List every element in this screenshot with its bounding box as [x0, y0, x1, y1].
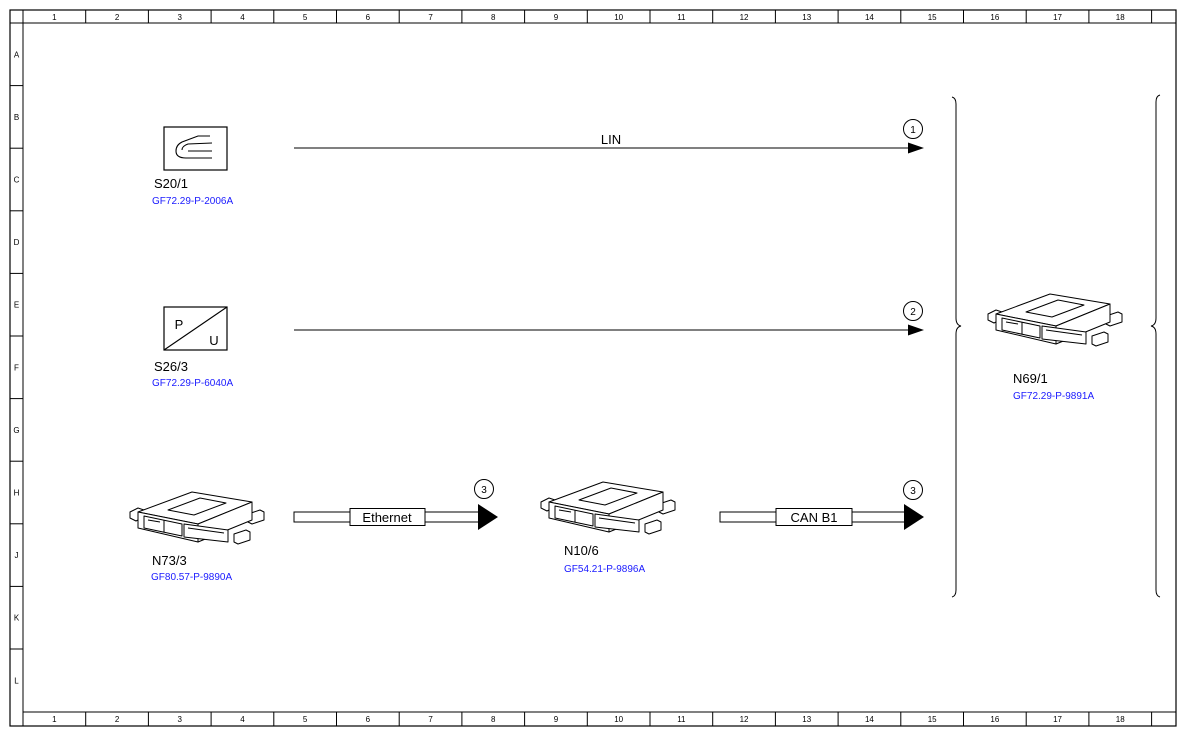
column-number: 13: [802, 715, 811, 724]
column-number: 6: [366, 715, 371, 724]
row-letter: A: [14, 50, 20, 59]
row-letter: F: [14, 363, 19, 372]
column-number: 2: [115, 715, 120, 724]
can-b1-marker: 3: [910, 486, 916, 497]
line-2-arrow-head: [908, 324, 924, 336]
column-number: 17: [1053, 715, 1062, 724]
connector-marker-circle: [903, 480, 923, 500]
column-number: 7: [428, 715, 433, 724]
right-bracket: [1150, 94, 1161, 598]
column-number: 4: [240, 13, 245, 22]
n73-3-component[interactable]: [129, 491, 265, 545]
lin-arrow-head: [908, 142, 924, 154]
lin-marker: 1: [910, 125, 916, 136]
column-number: 18: [1116, 13, 1125, 22]
line-2-marker: 2: [910, 307, 916, 318]
inner-border: [22, 22, 1177, 713]
column-number: 17: [1053, 13, 1062, 22]
s26-3-symbol-p: P: [175, 317, 184, 332]
column-number: 8: [491, 13, 496, 22]
row-letter: H: [14, 489, 20, 498]
lin-label: LIN: [601, 132, 621, 147]
s20-1-component[interactable]: [163, 126, 228, 171]
seat-switch-icon: [163, 126, 228, 171]
n73-3-code: N73/3: [152, 553, 187, 568]
column-number: 14: [865, 13, 874, 22]
column-number: 15: [928, 13, 937, 22]
column-number: 12: [740, 715, 749, 724]
can-b1-label: CAN B1: [791, 510, 838, 525]
n10-6-component[interactable]: [540, 481, 676, 535]
row-letter: K: [14, 614, 20, 623]
s20-1-code: S20/1: [154, 176, 188, 191]
column-number: 10: [614, 715, 623, 724]
column-number: 14: [865, 715, 874, 724]
column-number: 11: [677, 13, 686, 22]
column-number: 2: [115, 13, 120, 22]
column-number: 3: [178, 13, 183, 22]
n10-6-ref-link[interactable]: GF54.21-P-9896A: [564, 564, 646, 575]
s26-3-code: S26/3: [154, 359, 188, 374]
column-number: 13: [802, 13, 811, 22]
control-unit-icon: [540, 481, 676, 535]
column-number: 9: [554, 715, 559, 724]
row-letter: B: [14, 113, 19, 122]
left-bracket: [951, 96, 962, 598]
connector-marker-circle: [474, 479, 494, 499]
column-number: 12: [740, 13, 749, 22]
connector-marker-circle: [903, 301, 923, 321]
column-number: 18: [1116, 715, 1125, 724]
column-number: 9: [554, 13, 559, 22]
column-number: 16: [990, 715, 999, 724]
connector-marker-circle: [903, 119, 923, 139]
column-number: 1: [52, 715, 57, 724]
column-number: 8: [491, 715, 496, 724]
can-b1-label-box: [775, 508, 853, 526]
ethernet-marker: 3: [481, 485, 487, 496]
n10-6-code: N10/6: [564, 543, 599, 558]
can-b1-connection[interactable]: CAN B1 3: [719, 480, 924, 531]
n69-1-ref-link[interactable]: GF72.29-P-9891A: [1013, 391, 1095, 402]
n69-1-component[interactable]: [987, 293, 1123, 347]
column-number: 7: [428, 13, 433, 22]
column-number: 16: [990, 13, 999, 22]
n73-3-ref-link[interactable]: GF80.57-P-9890A: [151, 572, 233, 583]
row-letter: C: [14, 176, 20, 185]
lin-connection[interactable]: LIN 1: [294, 119, 924, 154]
s20-1-ref-link[interactable]: GF72.29-P-2006A: [152, 196, 234, 207]
s26-3-ref-link[interactable]: GF72.29-P-6040A: [152, 378, 234, 389]
column-number: 5: [303, 715, 308, 724]
control-unit-icon: [129, 491, 265, 545]
ethernet-label-box: [349, 508, 426, 526]
row-ruler-left: A B C D E F G H J K L: [10, 22, 23, 685]
ethernet-label: Ethernet: [362, 510, 412, 525]
ethernet-arrow-head: [478, 504, 498, 530]
column-number: 11: [677, 715, 686, 724]
column-number: 10: [614, 13, 623, 22]
row-letter: J: [15, 551, 19, 560]
column-number: 3: [178, 715, 183, 724]
row-letter: G: [13, 426, 19, 435]
column-number: 6: [366, 13, 371, 22]
line-2-connection[interactable]: 2: [294, 301, 924, 336]
ethernet-connection[interactable]: Ethernet 3: [293, 479, 498, 531]
row-letter: L: [14, 676, 19, 685]
row-letter: D: [14, 238, 20, 247]
can-b1-arrow-head: [904, 504, 924, 530]
column-number: 5: [303, 13, 308, 22]
column-number: 15: [928, 715, 937, 724]
n69-1-code: N69/1: [1013, 371, 1048, 386]
column-number: 1: [52, 13, 57, 22]
row-letter: E: [14, 301, 19, 310]
s26-3-component[interactable]: P U: [163, 306, 228, 351]
column-number: 4: [240, 715, 245, 724]
s26-3-symbol-u: U: [209, 333, 218, 348]
control-unit-icon: [987, 293, 1123, 347]
